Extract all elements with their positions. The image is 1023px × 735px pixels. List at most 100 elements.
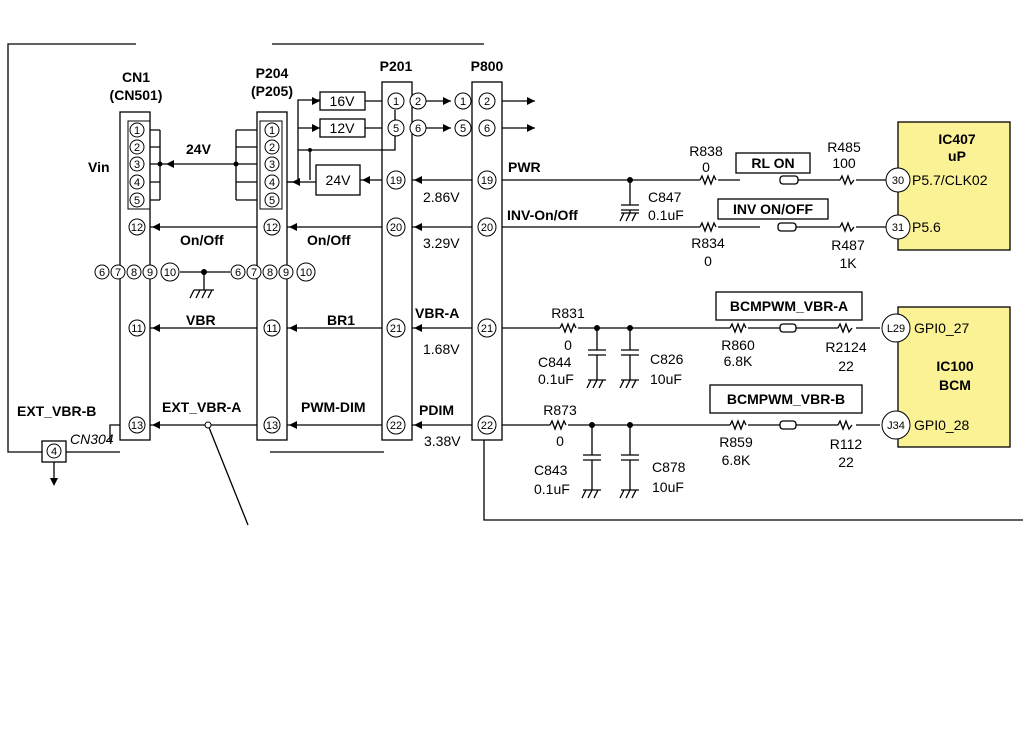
svg-text:9: 9 [147,267,153,279]
c826-ref: C826 [650,351,684,367]
c847-val: 0.1uF [648,207,684,223]
r831-val: 0 [564,337,572,353]
row-a-pins: 6 7 8 9 10 [94,262,180,282]
c843-val: 0.1uF [534,481,570,497]
p201-pins: 1 5 19 20 21 22 2 6 [386,92,427,435]
svg-text:21: 21 [390,323,402,335]
vin-label: Vin [88,159,110,175]
ic100-pin-l29: L29 [887,323,905,335]
rl-on-box [735,152,811,174]
p800-body [471,81,503,441]
r860-ref: R860 [721,337,755,353]
r487-val: 1K [839,255,857,271]
bcmpwm-a-label: BCMPWM_VBR-A [730,298,848,314]
svg-text:6: 6 [99,267,105,279]
svg-text:22: 22 [481,420,493,432]
svg-text:3: 3 [134,159,140,171]
ic407-pin30-label: P5.7/CLK02 [912,172,988,188]
cn1-pins: 1 2 3 4 5 12 11 13 [128,122,146,434]
cn304-pin: 4 [51,446,57,458]
svg-text:20: 20 [390,222,402,234]
svg-text:13: 13 [266,420,278,432]
svg-text:11: 11 [266,323,277,335]
ic407-box [897,121,1011,251]
svg-text:3: 3 [269,159,275,171]
c844-val: 0.1uF [538,371,574,387]
svg-text:9: 9 [283,267,289,279]
pwm-dim-label: PWM-DIM [301,399,366,415]
r834-ref: R834 [691,235,725,251]
r485-ref: R485 [827,139,861,155]
svg-text:19: 19 [390,175,402,187]
reg-16v-box [319,91,366,111]
svg-text:12: 12 [266,222,278,234]
bcmpwm-a-box [715,291,863,321]
r838-ref: R838 [689,143,723,159]
br1-label: BR1 [327,312,355,328]
c826-val: 10uF [650,371,682,387]
svg-text:19: 19 [481,175,493,187]
ext-vbr-b-label: EXT_VBR-B [17,403,96,419]
svg-text:12: 12 [131,222,143,234]
r860-val: 6.8K [724,353,753,369]
svg-text:1: 1 [393,96,399,108]
ic100-name: IC100 [936,358,974,374]
svg-text:10: 10 [164,267,176,279]
svg-text:6: 6 [415,123,421,135]
pdim-label: PDIM [419,402,454,418]
r873-val: 0 [556,433,564,449]
ic407-pin31-label: P5.6 [912,219,941,235]
r2124-val: 22 [838,358,854,374]
r2124-ref: R2124 [825,339,866,355]
svg-text:13: 13 [131,420,143,432]
ic100-box [897,306,1011,448]
svg-text:8: 8 [131,267,137,279]
c847-ref: C847 [648,189,682,205]
cn501-label: (CN501) [110,87,163,103]
p201-label: P201 [380,58,413,74]
svg-text:2: 2 [415,96,421,108]
p204-pins: 1 2 3 4 5 12 11 13 [263,122,281,434]
r487-ref: R487 [831,237,865,253]
svg-text:1: 1 [460,96,466,108]
connector-bodies [119,81,503,441]
onoff-label-right: On/Off [307,232,351,248]
r859-ref: R859 [719,434,753,450]
c843-ref: C843 [534,462,568,478]
svg-text:7: 7 [115,267,121,279]
svg-text:5: 5 [269,195,275,207]
v24-label: 24V [186,141,212,157]
p201-body [381,81,413,441]
cn304-label: CN304 [70,431,114,447]
inv-on-off-label: INV ON/OFF [733,201,814,217]
inv-on-off-box [717,198,829,220]
svg-text:2: 2 [269,142,275,154]
svg-text:4: 4 [269,177,275,189]
reg-24v-label: 24V [326,172,352,188]
ic100-pinl29-label: GPI0_27 [914,320,969,336]
svg-text:20: 20 [481,222,493,234]
ic100-pin-j34: J34 [887,420,905,432]
p205-label: (P205) [251,83,293,99]
r834-val: 0 [704,253,712,269]
test-point [204,421,212,429]
svg-text:7: 7 [251,267,257,279]
reg-24v-box [315,164,361,196]
svg-text:22: 22 [390,420,402,432]
svg-text:21: 21 [481,323,493,335]
board-outlines [7,43,1023,521]
pwr-label: PWR [508,159,541,175]
ic407-pin30: 30 [892,175,904,187]
reg-16v-label: 16V [330,93,356,109]
capacitors [583,204,639,490]
ext-vbr-a-label: EXT_VBR-A [162,399,241,415]
c878-val: 10uF [652,479,684,495]
voltage-3-29: 3.29V [423,235,460,251]
ic407-sub: uP [948,148,966,164]
svg-text:5: 5 [460,123,466,135]
voltage-3-38: 3.38V [424,433,461,449]
r485-val: 100 [832,155,856,171]
svg-text:2: 2 [134,142,140,154]
inv-onoff-label: INV-On/Off [507,207,578,223]
